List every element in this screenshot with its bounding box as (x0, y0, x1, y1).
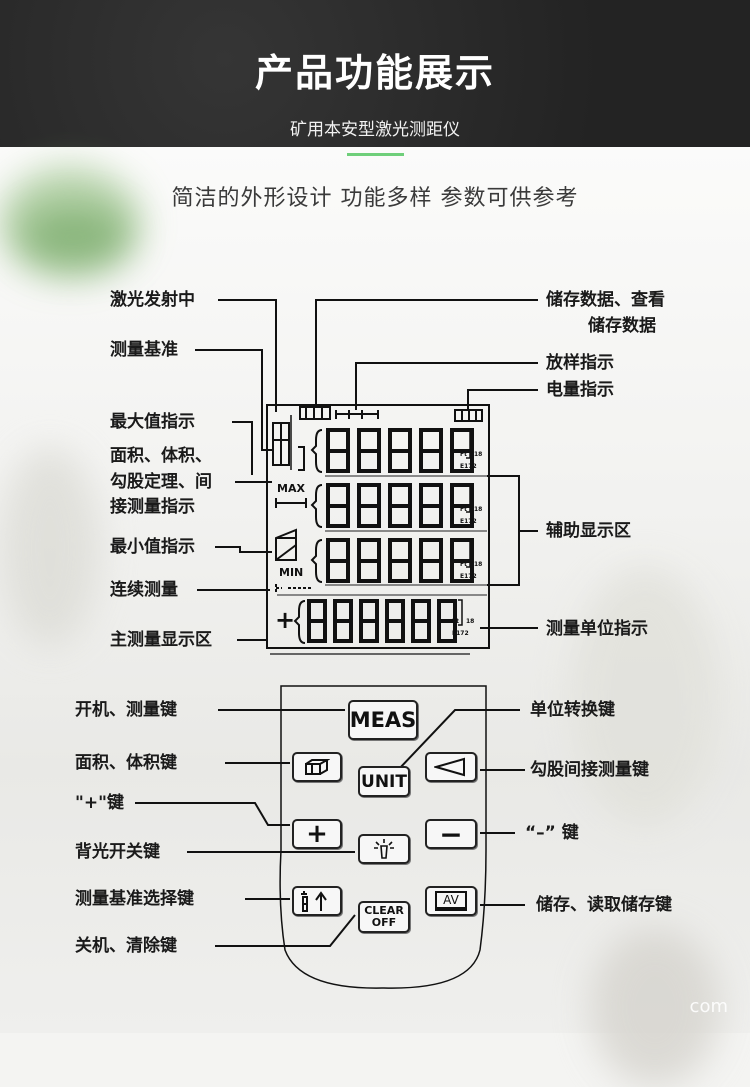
unit-ft: Ft (460, 506, 467, 513)
label-stakeout: 放样指示 (546, 353, 614, 373)
label-reference: 测量基准 (110, 340, 178, 360)
label-continuous: 连续测量 (110, 580, 178, 600)
leaf-decoration (20, 207, 130, 267)
label-backlight-key: 背光开关键 (75, 842, 160, 862)
unit-ft: Ft (460, 451, 467, 458)
watermark: com (689, 996, 728, 1017)
label-laser-emitting: 激光发射中 (110, 290, 195, 310)
reference-arrow-icon (301, 891, 327, 912)
label-minus-key: “–” 键 (525, 823, 579, 843)
unit-e172: E172 (460, 573, 477, 580)
area-volume-button[interactable] (292, 752, 342, 782)
seven-segment-digit (333, 599, 353, 643)
unit-18: 18 (474, 451, 483, 458)
memory-button[interactable]: AV (425, 886, 477, 916)
seven-segment-digit (385, 599, 405, 643)
label-area-volume-3: 接测量指示 (110, 497, 195, 517)
product-subtitle: 矿用本安型激光测距仪 (290, 120, 460, 140)
distance-icon (275, 498, 307, 508)
continuous-icon (275, 584, 312, 593)
seven-segment-digit (359, 599, 379, 643)
seven-segment-digit (411, 599, 431, 643)
label-memory-1: 储存数据、查看 (546, 290, 665, 310)
seven-segment-digit (357, 483, 381, 528)
seven-segment-digit (357, 428, 381, 473)
page-title: 产品功能展示 (254, 51, 495, 95)
background-blur (570, 567, 720, 827)
minus-button[interactable]: − (425, 818, 477, 851)
stakeout-icon (335, 410, 379, 419)
unit-e172: E172 (460, 518, 477, 525)
bulb-icon (374, 839, 394, 859)
clear-label: CLEAR (364, 904, 404, 918)
background (0, 147, 750, 1087)
area-volume-icon (275, 528, 297, 561)
keypad-outline (279, 685, 487, 989)
label-area-volume-2: 勾股定理、间 (110, 472, 212, 492)
av-label: AV (435, 891, 467, 911)
label-unit-key: 单位转换键 (530, 700, 615, 720)
max-indicator: MAX (277, 482, 305, 495)
seven-segment-digit (437, 599, 457, 643)
unit-ft: Ft (452, 618, 459, 625)
label-memory-2: 储存数据 (588, 316, 656, 336)
label-area-volume-key: 面积、体积键 (75, 753, 177, 773)
label-reference-key: 测量基准选择键 (75, 889, 194, 909)
meas-button[interactable]: MEAS (348, 700, 418, 740)
label-memory-key: 储存、读取储存键 (536, 895, 672, 915)
unit-button[interactable]: UNIT (358, 766, 410, 797)
unit-e172: E172 (452, 630, 469, 637)
unit-18: 18 (474, 561, 483, 568)
lcd-frame (266, 404, 490, 649)
seven-segment-digit (357, 538, 381, 583)
box-icon (305, 759, 330, 775)
unit-18: 18 (466, 618, 475, 625)
seven-segment-digit (326, 483, 350, 528)
plus-button[interactable]: + (292, 819, 342, 849)
label-main-display: 主测量显示区 (110, 630, 212, 650)
seven-segment-digit (419, 538, 443, 583)
min-indicator: MIN (279, 566, 304, 579)
seven-segment-digit (326, 538, 350, 583)
triangle-icon (434, 757, 465, 777)
seven-segment-digit (419, 428, 443, 473)
tagline: 简洁的外形设计 功能多样 参数可供参考 (171, 186, 579, 211)
label-battery: 电量指示 (546, 380, 614, 400)
seven-segment-digit (450, 538, 474, 583)
seven-segment-digit (388, 428, 412, 473)
label-off-clear-key: 关机、清除键 (75, 936, 177, 956)
seven-segment-digit (388, 538, 412, 583)
diagram-lines (135, 299, 538, 989)
reference-icon (272, 422, 290, 466)
header-banner: 产品功能展示 矿用本安型激光测距仪 (0, 0, 750, 147)
pythagoras-button[interactable] (425, 752, 477, 782)
clear-off-button[interactable]: CLEAR OFF (358, 901, 410, 933)
unit-e172: E172 (460, 463, 477, 470)
seven-segment-digit (419, 483, 443, 528)
plus-indicator: + (275, 606, 296, 634)
seven-segment-digit (307, 599, 327, 643)
label-aux-display: 辅助显示区 (546, 521, 631, 541)
seven-segment-digit (450, 428, 474, 473)
seven-segment-digit (326, 428, 350, 473)
unit-ft: Ft (460, 561, 467, 568)
label-max: 最大值指示 (110, 412, 195, 432)
label-min: 最小值指示 (110, 537, 195, 557)
off-label: OFF (371, 916, 397, 929)
backlight-button[interactable] (358, 834, 410, 864)
background-blur (0, 447, 100, 647)
seven-segment-digit (450, 483, 474, 528)
label-power-measure-key: 开机、测量键 (75, 700, 177, 720)
label-area-volume-1: 面积、体积、 (110, 446, 212, 466)
label-pythagoras-key: 勾股间接测量键 (530, 760, 649, 780)
unit-18: 18 (474, 506, 483, 513)
label-plus-key: "+"键 (75, 793, 124, 813)
label-unit: 测量单位指示 (546, 619, 648, 639)
reference-select-button[interactable] (292, 886, 342, 916)
accent-divider (347, 153, 404, 156)
seven-segment-digit (388, 483, 412, 528)
